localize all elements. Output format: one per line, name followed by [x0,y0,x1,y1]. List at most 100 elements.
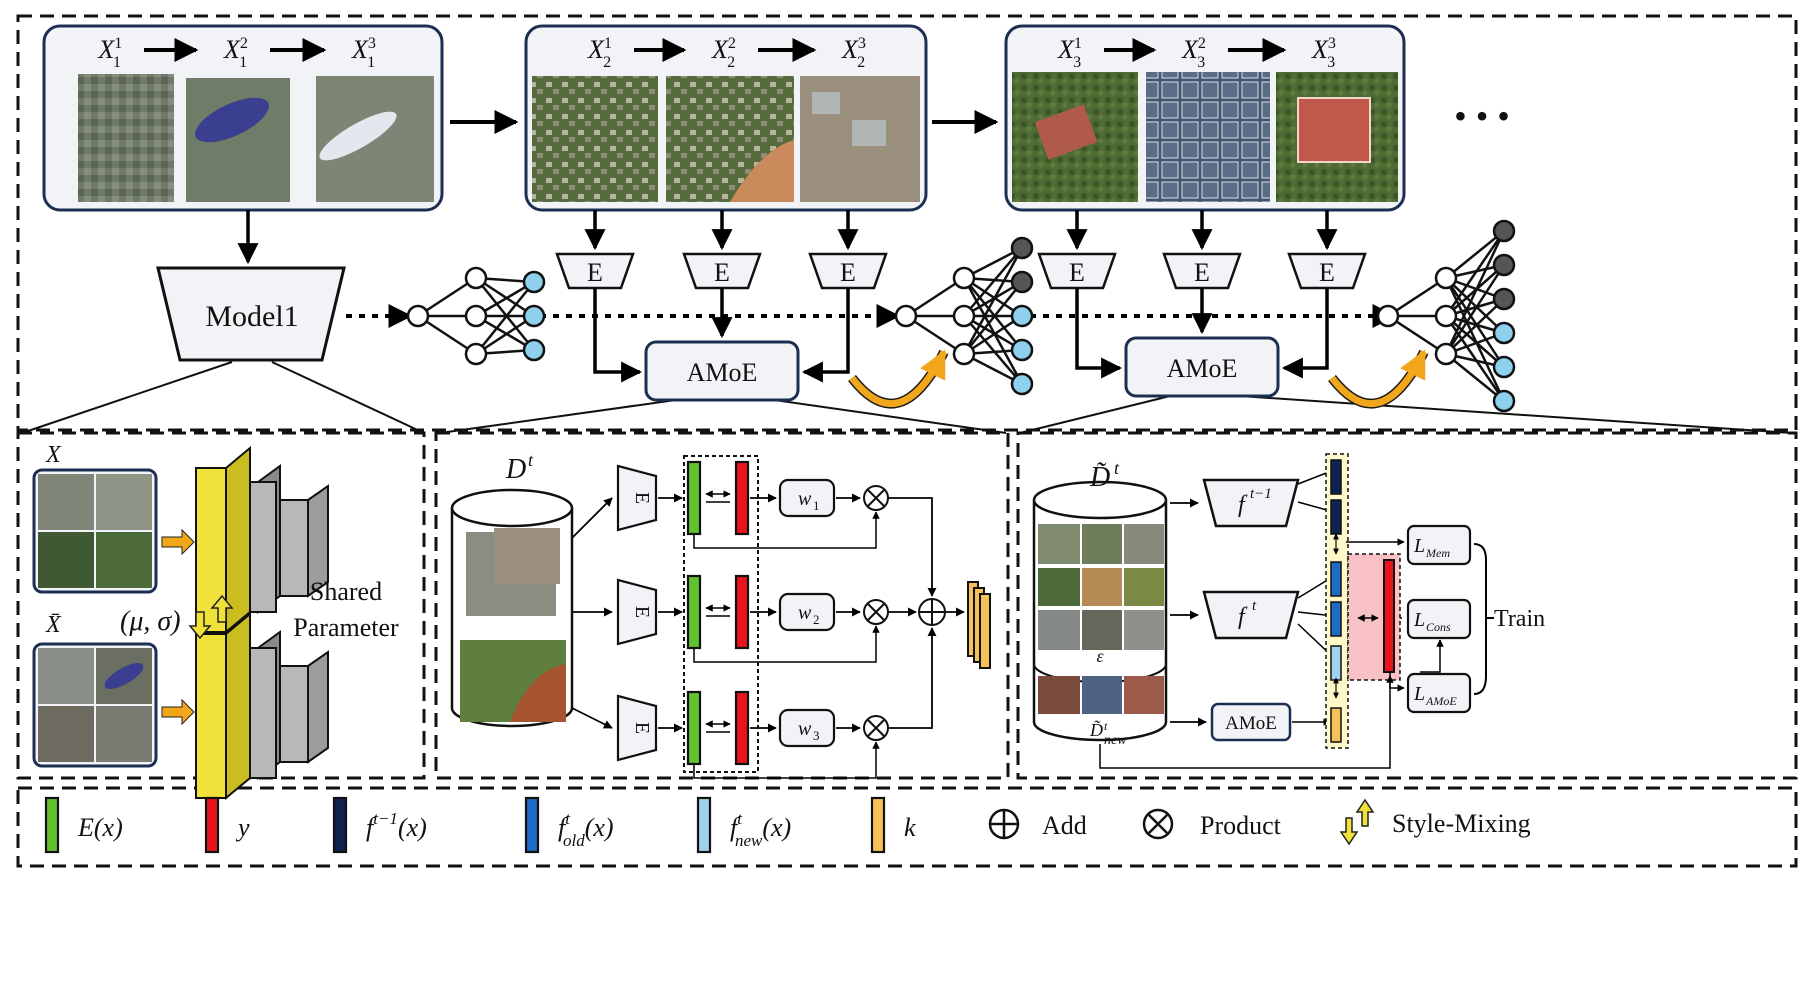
style-mixing-arrows [188,594,234,640]
net-edge [963,277,1023,351]
legend-swatch [696,796,712,854]
legend-item-2: y [204,796,250,854]
net-output-node [1010,236,1034,260]
skip-line [693,511,880,549]
loss-box [1406,598,1472,640]
legend-label: y [235,813,250,842]
net-output-node [522,304,546,328]
net-edge [1445,315,1505,368]
feature-bar [686,574,702,650]
encoder-label: E [631,606,653,618]
skip-line [693,741,880,779]
feature-cell-5 [1330,645,1342,681]
train-label: Train [1494,606,1545,632]
task-box-3 [1004,24,1406,212]
loss-label: L [1413,609,1425,631]
net-edge [475,277,535,351]
encoder-trapezoid [808,252,888,290]
legend-label: Product [1200,811,1282,840]
product-x [867,489,885,507]
encoder-label: E [714,258,730,287]
net-edge [1444,277,1506,368]
court-image-2 [1146,72,1270,202]
legend-item-6: k [870,796,916,854]
skip-line [693,625,880,663]
network-2 [894,236,1034,396]
more-tasks-ellipsis: • • • [1454,96,1510,136]
net-output-node [1010,270,1034,294]
net-edge [963,314,1023,356]
legend-label: ft−1(x) [366,809,427,842]
net-edge [475,281,535,355]
layer-1 [195,633,227,799]
weight-label: w [798,718,812,740]
net-node [1434,304,1458,328]
net-edge [1444,277,1506,402]
net-node [952,304,976,328]
dt-sup: t [528,450,534,470]
expand-arrow-2 [1329,349,1428,408]
legend-style-mixing-symbol [1355,798,1375,827]
encoder-trapezoid [1162,252,1242,290]
weight-box [778,478,836,518]
net-output-node [522,338,546,362]
model1-label: Model1 [205,300,298,333]
layer-3 [279,665,309,763]
net-edge [1387,276,1447,318]
encoder-top-2: E [682,210,762,290]
feature-bar [686,690,702,766]
encoder-label: E [840,258,856,287]
layer-side [225,611,251,801]
dnew-sup: t [1104,719,1108,733]
legend-swatch [870,796,886,854]
net-edge [905,314,965,356]
middle-panel-frame [434,431,1010,780]
amoe-label-2: AMoE [1167,354,1238,383]
net-node [952,342,976,366]
encoder-top-5: E [1162,210,1242,290]
feature-column-box [1325,453,1349,749]
loss-sub: Cons [1426,620,1451,634]
net-node [464,342,488,366]
net-output-node [1492,219,1516,243]
legend-swatch [332,796,348,854]
feature-stack-top [195,445,329,635]
loss-sub: AMoE [1425,694,1457,708]
net-node [464,304,488,328]
shared-label-line1: Shared [310,577,382,606]
net-edge [1444,315,1506,402]
loss-label: L [1413,683,1425,705]
net-output-node [522,270,546,294]
net-output-node [1492,389,1516,413]
legend-item-3: ft−1(x) [332,796,427,854]
layer-1 [195,467,227,633]
encoder-trapezoid [682,252,762,290]
weight-sub: 2 [813,612,820,627]
net-edge [1444,230,1506,355]
encoder-label: E [587,258,603,287]
amoe-block-2: AMoE [1124,336,1280,398]
output-feature-stack [967,581,991,669]
mu-sigma-label: (μ, σ) [120,606,181,637]
f-cur-sup: t [1252,598,1257,614]
loss-box [1406,672,1472,714]
label-bar [734,574,750,650]
feature-stack-bottom [195,611,329,801]
amoe-block-right: AMoE [1210,702,1292,742]
net-output-node [1492,253,1516,277]
dnew-label: D̃ [1089,720,1103,740]
feature-column [1330,459,1342,743]
net-edge [1387,314,1447,356]
net-node [1434,266,1458,290]
cylinder-to-encoder [571,497,613,539]
